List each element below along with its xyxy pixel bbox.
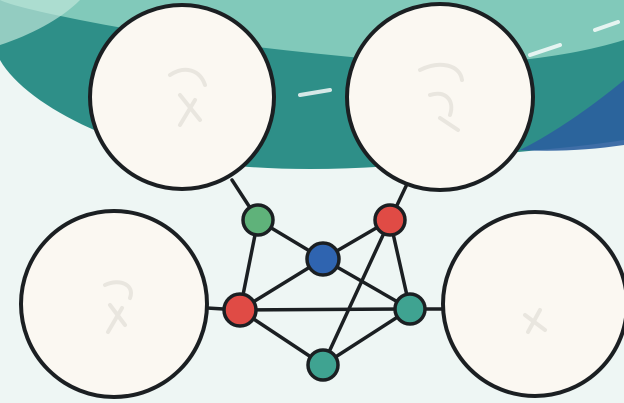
hand-sketch-icon xyxy=(523,308,547,334)
hand-sketch-icon xyxy=(103,280,133,334)
node-teal xyxy=(393,292,427,326)
node-red xyxy=(373,203,407,237)
edge xyxy=(238,307,412,312)
node-blue xyxy=(305,241,341,277)
small-nodes xyxy=(222,203,427,382)
hand-sketch-icon xyxy=(418,62,464,132)
wave-highlight xyxy=(0,0,80,45)
wave-accent xyxy=(520,80,624,151)
hand-sketch-icon xyxy=(168,67,207,127)
circle-bottom-left xyxy=(19,209,209,399)
node-red xyxy=(222,292,258,328)
edge xyxy=(321,218,392,367)
node-teal xyxy=(306,348,340,382)
node-green xyxy=(241,203,275,237)
sketch-marks xyxy=(103,62,547,334)
circle-top-right xyxy=(345,2,535,192)
circle-bottom-right xyxy=(441,210,624,398)
wave-dash xyxy=(298,88,332,97)
wave-dash xyxy=(593,20,620,32)
edge xyxy=(321,307,412,367)
wave-dash xyxy=(528,43,562,57)
